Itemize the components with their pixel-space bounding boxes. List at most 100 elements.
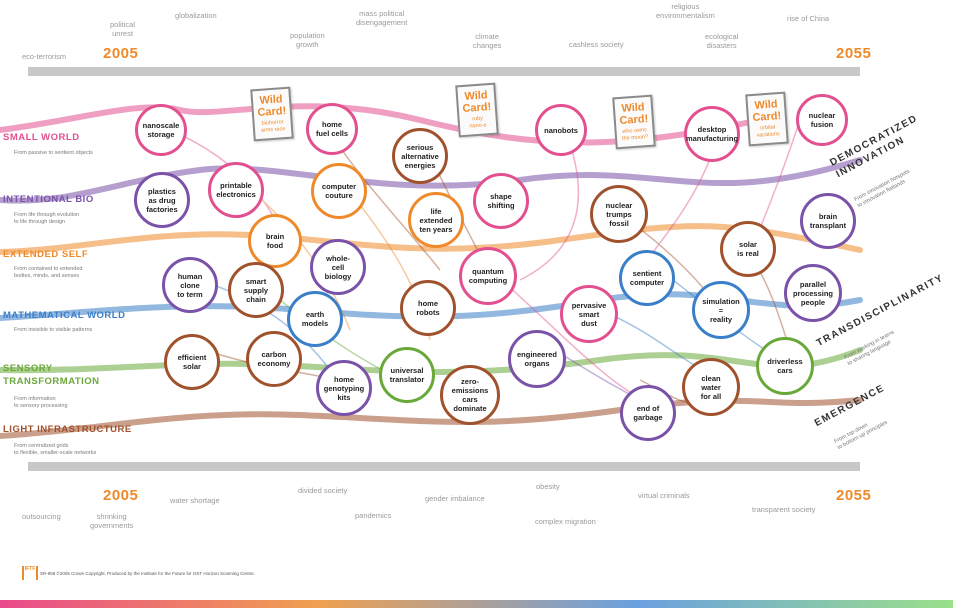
bubble-universal-translator: universal translator xyxy=(379,347,435,403)
bubble-whole-cell-biology: whole- cell biology xyxy=(310,239,366,295)
bubble-quantum-computing: quantum computing xyxy=(459,247,517,305)
bubble-nanoscale-storage: nanoscale storage xyxy=(135,104,187,156)
bubble-label: brain transplant xyxy=(809,212,847,230)
event-globalization: globalization xyxy=(175,11,217,20)
bubble-label: efficient solar xyxy=(177,353,207,371)
bubble-zero-emissions-cars-dominate: zero- emissions cars dominate xyxy=(440,365,500,425)
bubble-desktop-manufacturing: desktop manufacturing xyxy=(684,106,740,162)
bubble-simulation-reality: simulation = reality xyxy=(692,281,750,339)
bubble-label: engineered organs xyxy=(516,350,557,368)
event-ecological-disasters: ecological disasters xyxy=(705,32,739,50)
bubble-label: home genotyping kits xyxy=(323,374,365,402)
bubble-label: plastics as drug factories xyxy=(146,186,178,214)
wild-card-title: Wild Card! xyxy=(257,93,287,119)
theme-mathematical-world-subtitle: From invisible to visible patterns xyxy=(14,327,93,333)
wild-card-title: Wild Card! xyxy=(462,89,492,115)
wild-card-subtitle: ruby nano-e xyxy=(469,115,487,130)
bubble-end-of-garbage: end of garbage xyxy=(620,385,676,441)
year-end-top: 2055 xyxy=(836,45,872,62)
event-rise-of-china: rise of China xyxy=(787,14,830,23)
theme-sensory-transformation-subtitle: From information to sensory processing xyxy=(14,396,68,409)
theme-extended-self-subtitle: From contained to extended bodies, minds… xyxy=(14,266,83,279)
event-climate-changes: climate changes xyxy=(473,32,502,50)
bubble-serious-alternative-energies: serious alternative energies xyxy=(392,128,448,184)
bubble-label: quantum computing xyxy=(468,267,508,285)
bubble-printable-electronics: printable electronics xyxy=(208,162,264,218)
wild-card-subtitle: biohorror arms race xyxy=(260,119,286,134)
bubble-label: life extended ten years xyxy=(419,206,453,234)
wild-card-orbital-vacations: Wild Card! orbital vacations xyxy=(745,91,789,147)
bubble-label: nanoscale storage xyxy=(142,121,180,139)
bubble-label: home robots xyxy=(416,299,440,317)
bubble-shape-shifting: shape shifting xyxy=(473,173,529,229)
bubble-label: nuclear fusion xyxy=(808,111,836,129)
event-mass-political-disengagement: mass political disengagement xyxy=(356,9,408,27)
bubble-label: nuclear trumps fossil xyxy=(605,200,633,228)
bubble-home-robots: home robots xyxy=(400,280,456,336)
bubble-computer-couture: computer couture xyxy=(311,163,367,219)
event-eco-terrorism: eco-terrorism xyxy=(22,52,67,61)
bubble-home-fuel-cells: home fuel cells xyxy=(306,103,358,155)
bubble-plastics-as-drug-factories: plastics as drug factories xyxy=(134,172,190,228)
event-political-unrest: political unrest xyxy=(110,20,136,38)
year-start-bottom: 2005 xyxy=(103,487,139,504)
event-virtual-criminals: virtual criminals xyxy=(638,491,690,500)
bubble-driverless-cars: driverless cars xyxy=(756,337,814,395)
bubble-engineered-organs: engineered organs xyxy=(508,330,566,388)
theme-intentional-bio-subtitle: From life through evolution to life thro… xyxy=(14,212,80,225)
theme-light-infrastructure: LIGHT INFRASTRUCTURE xyxy=(3,424,132,435)
wild-card-biohorror-arms-race: Wild Card! biohorror arms race xyxy=(250,86,294,142)
event-complex-migration: complex migration xyxy=(535,517,596,526)
bubble-earth-models: earth models xyxy=(287,291,343,347)
event-gender-imbalance: gender imbalance xyxy=(425,494,485,503)
bubble-label: simulation = reality xyxy=(702,296,740,324)
bubble-pervasive-smart-dust: pervasive smart dust xyxy=(560,285,618,343)
bubble-label: shape shifting xyxy=(487,192,515,210)
event-population-growth: population growth xyxy=(290,31,325,49)
bubble-nuclear-trumps-fossil: nuclear trumps fossil xyxy=(590,185,648,243)
bubble-parallel-processing-people: parallel processing people xyxy=(784,264,842,322)
bubble-label: computer couture xyxy=(321,182,357,200)
bubble-nuclear-fusion: nuclear fusion xyxy=(796,94,848,146)
event-water-shortage: water shortage xyxy=(170,496,220,505)
bubble-label: zero- emissions cars dominate xyxy=(451,377,489,413)
bubble-human-clone-to-term: human clone to term xyxy=(162,257,218,313)
bubble-label: sentient computer xyxy=(629,269,665,287)
bubble-smart-supply-chain: smart supply chain xyxy=(228,262,284,318)
event-religious-environmentalism: religious environmentalism xyxy=(656,2,715,20)
bubble-label: carbon economy xyxy=(257,350,291,368)
theme-small-world: SMALL WORLD xyxy=(3,132,80,143)
top-timeline-band xyxy=(28,67,860,76)
wild-card-title: Wild Card! xyxy=(619,101,649,127)
bubble-label: smart supply chain xyxy=(243,276,269,304)
event-shrinking-governments: shrinking governments xyxy=(90,512,134,530)
bubble-label: human clone to term xyxy=(177,271,203,299)
bubble-home-genotyping-kits: home genotyping kits xyxy=(316,360,372,416)
theme-mathematical-world: MATHEMATICAL WORLD xyxy=(3,310,126,321)
bubble-life-extended-ten-years: life extended ten years xyxy=(408,192,464,248)
year-end-bottom: 2055 xyxy=(836,487,872,504)
event-cashless-society: cashless society xyxy=(569,40,624,49)
bubble-label: solar is real xyxy=(737,240,759,258)
event-pandemics: pandemics xyxy=(355,511,392,520)
bubble-label: end of garbage xyxy=(633,404,663,422)
bubble-efficient-solar: efficient solar xyxy=(164,334,220,390)
bubble-label: nanobots xyxy=(544,125,578,135)
wild-card-title: Wild Card! xyxy=(752,98,782,124)
theme-intentional-bio: INTENTIONAL BIO xyxy=(3,194,94,205)
bubble-label: universal translator xyxy=(389,366,425,384)
copyright-footer: SR-958 ©2005 Crown Copyright. Produced b… xyxy=(40,571,255,576)
wild-card-who-owns-the-moon: Wild Card! who owns the moon? xyxy=(612,94,656,150)
bubble-clean-water-for-all: clean water for all xyxy=(682,358,740,416)
bubble-label: pervasive smart dust xyxy=(571,300,607,328)
bubble-label: driverless cars xyxy=(767,357,803,375)
bubble-brain-food: brain food xyxy=(248,214,302,268)
iftf-logo: IFTF xyxy=(22,566,38,580)
bottom-timeline-band xyxy=(28,462,860,471)
bubble-label: desktop manufacturing xyxy=(685,125,739,143)
wild-card-subtitle: orbital vacations xyxy=(756,124,780,139)
bubble-label: brain food xyxy=(265,232,285,250)
theme-light-infrastructure-subtitle: From centralized grids to flexible, smal… xyxy=(14,443,97,456)
event-outsourcing: outsourcing xyxy=(22,512,61,521)
bubble-label: printable electronics xyxy=(216,181,256,199)
